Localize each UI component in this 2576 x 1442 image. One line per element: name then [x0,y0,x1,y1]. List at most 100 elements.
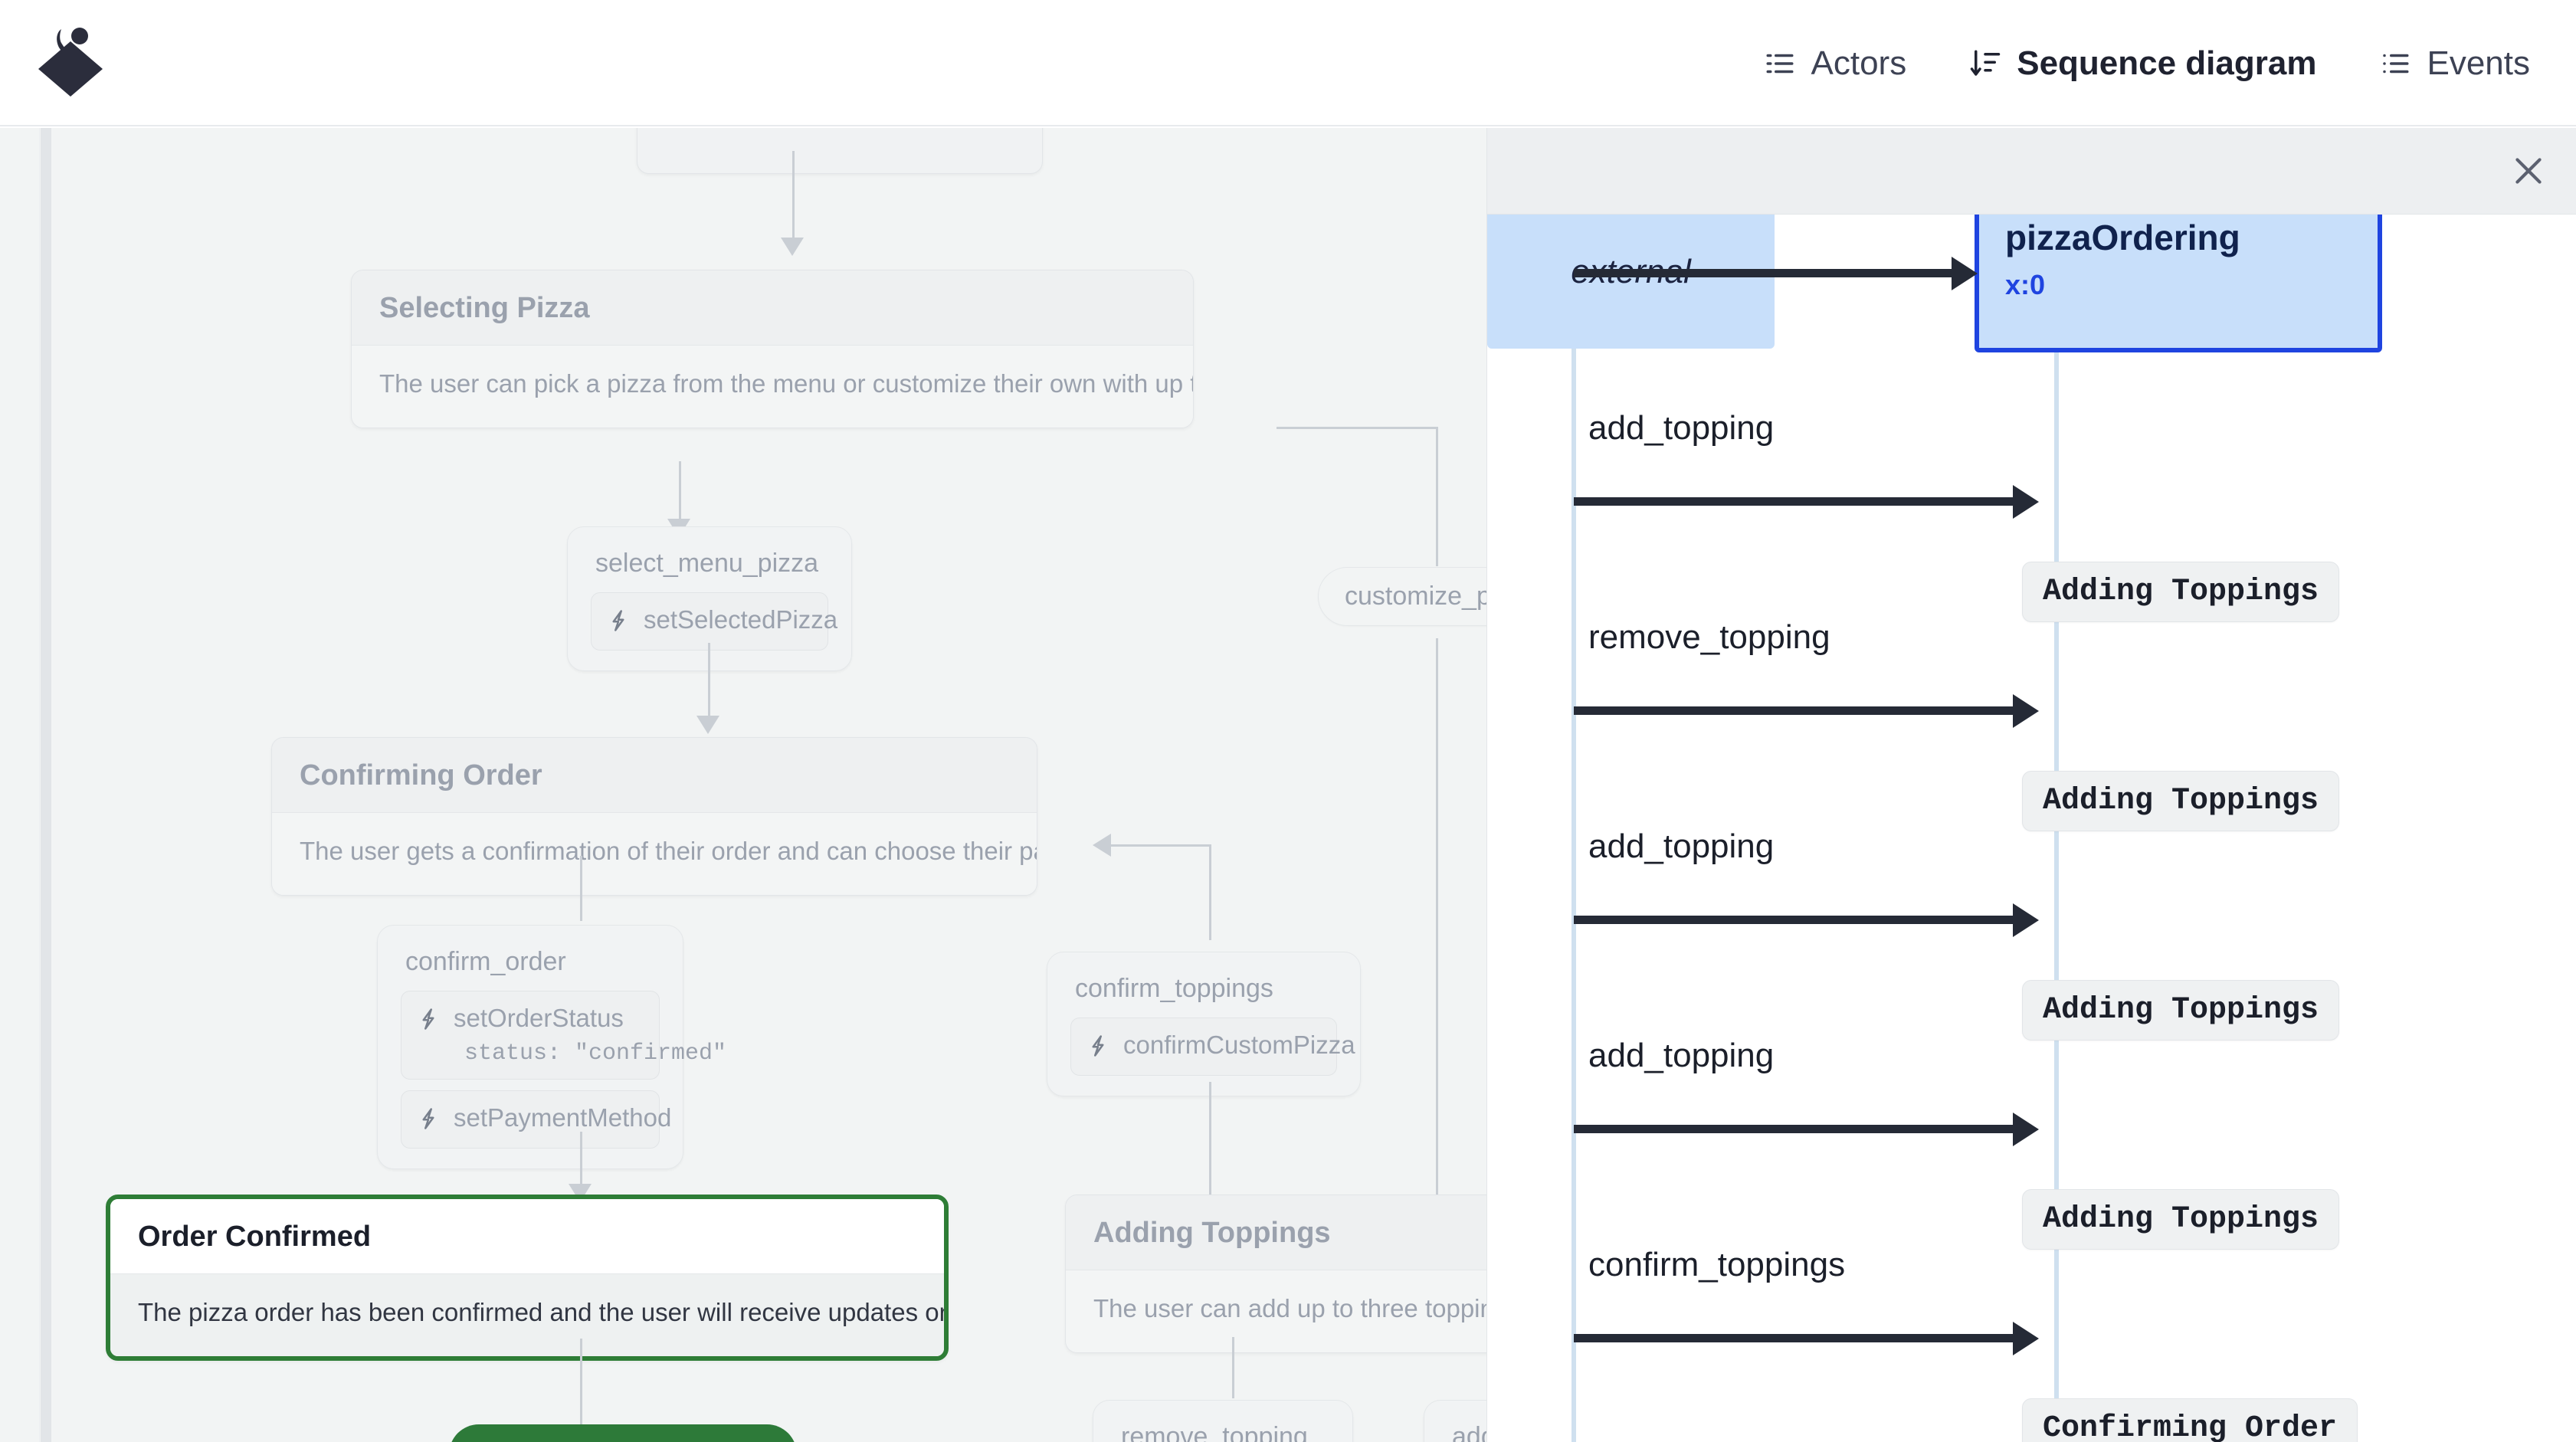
edge-label-customize-pizza[interactable]: customize_pizza [1318,567,1486,626]
message-arrow-head [2013,1322,2039,1355]
transition-title: confirm_order [405,947,566,976]
actor-box-pizzaordering[interactable]: pizzaOrdering x:0 [1975,215,2382,352]
state-title: Selecting Pizza [352,270,1193,346]
app-logo[interactable] [32,23,109,100]
message-arrow-head [2013,1113,2039,1146]
message-arrow-line [1574,706,2018,715]
list-tree-icon [1764,48,1796,80]
message-label: add_topping [1588,1037,1775,1074]
action-name: setPaymentMethod [454,1103,672,1132]
edge-to-selecting-pizza [792,151,795,241]
state-node-clipped-top[interactable] [637,128,1043,174]
state-node-adding-toppings[interactable]: Adding Toppings The user can add up to t… [1065,1195,1486,1353]
edge-confirm-toppings-bottom [1209,1082,1211,1204]
state-description: The user can pick a pizza from the menu … [352,346,1193,428]
state-chip: Adding Toppings [2022,562,2340,622]
tab-actors[interactable]: Actors [1764,44,1906,83]
sort-descending-icon [1969,48,2001,80]
message-label: add_topping [1588,409,1775,447]
transition-title: add_to [1452,1422,1486,1442]
state-chip: Adding Toppings [2022,771,2340,831]
edge-confirming-to-confirm-order [580,856,582,921]
edge-customize-bottom [1436,638,1438,1205]
action-name: setSelectedPizza [644,605,838,634]
state-chip: Adding Toppings [2022,1189,2340,1250]
edge-customize-horizontal [1277,427,1437,429]
action-chip[interactable]: confirmCustomPizza [1070,1018,1355,1076]
canvas-left-gutter [0,128,40,1442]
transition-node-select-menu-pizza[interactable]: select_menu_pizza setSelectedPizza [567,526,852,671]
actor-name: pizzaOrdering [2005,218,2240,257]
bolt-icon [417,1106,440,1136]
bolt-icon [1086,1033,1109,1063]
message-arrow-line [1574,1334,2018,1342]
sequence-diagram-body[interactable]: pizza external pizzaOrdering x:0 add_top… [1487,215,2576,1442]
message-arrow-head [2013,694,2039,728]
edge-adding-to-remove-topping [1232,1337,1234,1398]
edge-select-menu-to-confirming [708,643,710,719]
transition-title: confirm_toppings [1075,974,1273,1003]
message-arrow-line [1574,269,1957,277]
message-arrow-head [2013,903,2039,937]
actor-context: x:0 [2005,269,2046,300]
event-pill-pizza-assembly-started[interactable]: pizza_assembly_started [449,1424,797,1442]
action-chip[interactable]: setSelectedPizza [591,592,837,651]
canvas-vertical-scrollbar[interactable] [41,128,51,1442]
edge-confirm-toppings-horizontal [1108,844,1211,847]
transition-node-add-topping[interactable]: add_to a [1424,1400,1486,1442]
edge-customize-top [1436,427,1438,566]
actor-box-external[interactable]: external [1487,215,1775,349]
edge-order-confirmed-to-event [580,1339,582,1427]
state-node-selecting-pizza[interactable]: Selecting Pizza The user can pick a pizz… [351,270,1194,428]
action-chip[interactable]: setOrderStatus status: "confirmed" [401,991,726,1080]
list-icon [2379,48,2411,80]
message-arrow-line [1574,497,2018,506]
transition-title: select_menu_pizza [595,549,819,578]
action-name: confirmCustomPizza [1123,1031,1355,1059]
message-arrow-head [1952,257,1978,290]
state-title: Adding Toppings [1066,1195,1486,1270]
bolt-icon [417,1006,440,1036]
state-node-confirming-order[interactable]: Confirming Order The user gets a confirm… [271,737,1037,896]
transition-node-remove-topping[interactable]: remove_topping [1093,1400,1353,1442]
transition-node-confirm-toppings[interactable]: confirm_toppings confirmCustomPizza [1047,952,1361,1096]
action-param: status: "confirmed" [464,1041,727,1067]
message-arrow-line [1574,1125,2018,1133]
state-chip: Adding Toppings [2022,980,2340,1041]
arrow-to-selecting-pizza [781,238,804,256]
edge-confirm-order-to-order-confirmed [580,1132,582,1187]
action-name: setOrderStatus [454,1004,624,1032]
edge-confirm-toppings-top [1209,844,1211,940]
tab-events-label: Events [2427,44,2530,82]
state-description: The user gets a confirmation of their or… [272,813,1037,895]
transition-node-confirm-order[interactable]: confirm_order setOrderStatus status: "co… [377,925,726,1169]
tab-events[interactable]: Events [2379,44,2530,83]
canvas-viewport[interactable]: Selecting Pizza The user can pick a pizz… [52,128,1486,1442]
arrow-select-menu-to-confirming [696,716,719,734]
state-description: The user can add up to three toppings to… [1066,1270,1486,1352]
message-label: confirm_toppings [1588,1246,1846,1283]
sequence-diagram-panel: pizza external pizzaOrdering x:0 add_top… [1486,128,2576,1442]
lifeline-external [1571,215,1576,1442]
action-chip[interactable]: setPaymentMethod [401,1090,671,1149]
top-nav: Actors Sequence diagram [1764,0,2530,126]
message-label: add_topping [1588,828,1775,865]
state-chip: Confirming Order [2022,1398,2358,1442]
message-label: remove_topping [1588,618,1830,656]
transition-title: remove_topping [1121,1422,1308,1442]
message-arrow-line [1574,916,2018,924]
close-icon[interactable] [2506,148,2551,194]
state-description: The pizza order has been confirmed and t… [110,1274,944,1356]
state-title: Order Confirmed [110,1199,944,1274]
bolt-icon [607,608,630,637]
state-title: Confirming Order [272,738,1037,813]
message-arrow-head [2013,485,2039,519]
statechart-canvas[interactable]: Selecting Pizza The user can pick a pizz… [0,128,1486,1442]
edge-selecting-to-select-menu [679,461,681,523]
tab-sequence-diagram[interactable]: Sequence diagram [1969,44,2316,83]
state-node-order-confirmed[interactable]: Order Confirmed The pizza order has been… [106,1195,949,1361]
arrow-confirm-toppings-to-confirming [1093,834,1111,857]
sequence-panel-header [1487,128,2576,215]
top-bar: Actors Sequence diagram [0,0,2576,126]
